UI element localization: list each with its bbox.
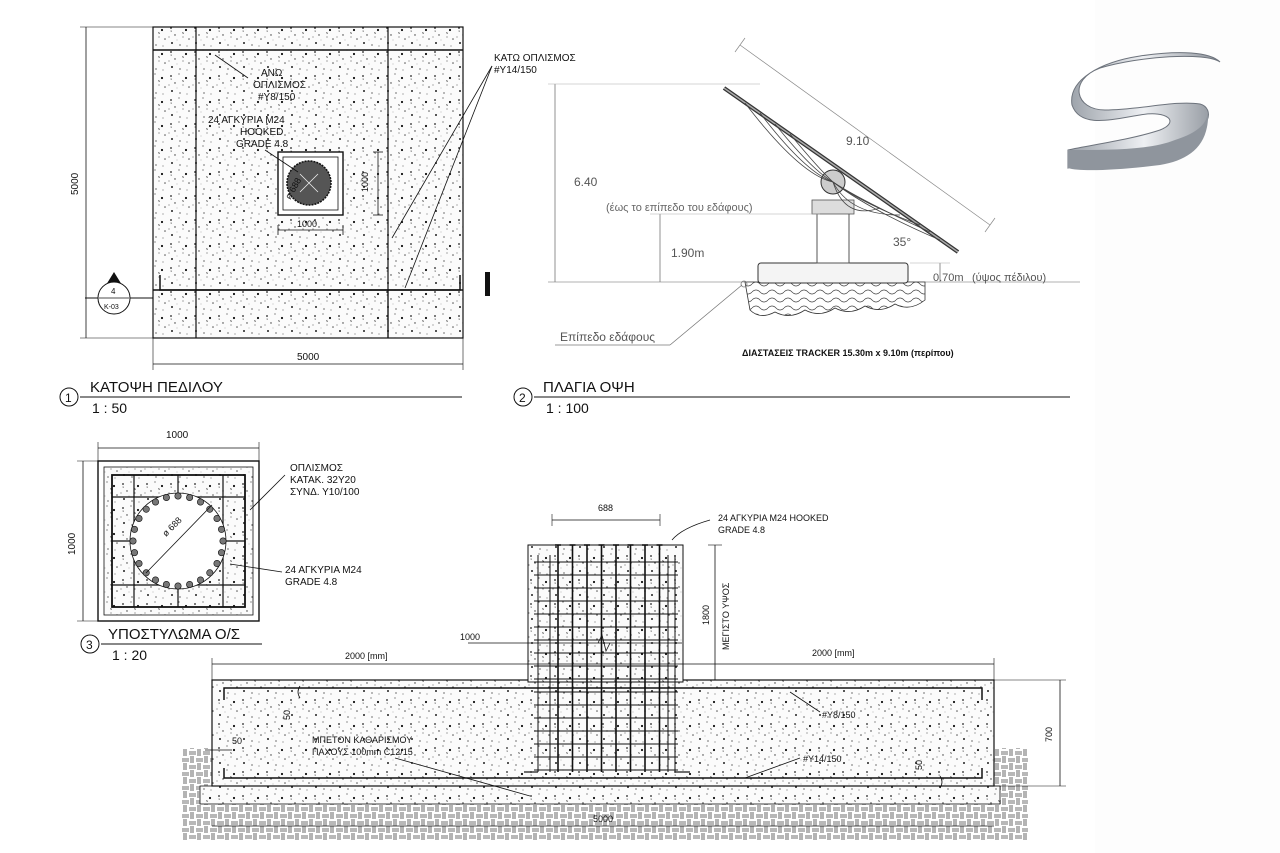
plan-bottom-rebar-1: ΚΑΤΩ ΟΠΛΙΣΜΟΣ (494, 53, 576, 64)
plan-dim-height: 5000 (70, 172, 81, 195)
side-ground-note: (έως το επίπεδο του εδάφους) (606, 202, 753, 214)
sec-max-height: ΜΕΓΙΣΤΟ ΥΨΟΣ (721, 582, 731, 650)
side-dim-footing: 0.70m (933, 272, 964, 284)
anchor-bolt-icon (219, 537, 227, 545)
anchor-bolt-icon (218, 525, 226, 533)
column-rebar-3: ΣΥΝΔ. Υ10/100 (290, 487, 360, 498)
anchor-bolt-icon (213, 514, 221, 522)
sec-top-rebar: #Υ8/150 (822, 710, 856, 720)
anchor-bolt-icon (162, 580, 170, 588)
sec-dim-left: 2000 [mm] (345, 651, 388, 661)
sec-dim-50-left: 50 (232, 736, 242, 746)
plan-number: 1 (65, 391, 72, 405)
sec-dim-50-top: 50 (282, 710, 292, 720)
plan-view: 1000 1000 ø 688 ΑΝΩ ΟΠΛΙΣΜΟΣ #Υ8/150 24 … (59, 26, 576, 416)
plan-dim-pedestal-h: 1000 (360, 172, 370, 192)
column-scale: 1 : 20 (112, 647, 147, 663)
side-view: 6.40 (έως το επίπεδο του εδάφους) 1.90m … (513, 37, 1080, 416)
plan-dim-pedestal-w: 1000 (297, 219, 317, 229)
plan-anchors-1: 24 ΑΓΚΥΡΙΑ Μ24 (208, 115, 285, 126)
column-view: ø 688 1000 1000 ΟΠΛΙΣΜΟΣ ΚΑΤΑΚ. 32Υ20 ΣΥ… (67, 430, 362, 663)
side-dim-panel: 9.10 (846, 134, 870, 148)
sec-dim-total: 5000 (593, 814, 613, 824)
anchor-bolt-icon (197, 576, 205, 584)
footing-section: 688 24 ΑΓΚΥΡΙΑ Μ24 HOOKED GRADE 4.8 1800… (182, 503, 1066, 840)
side-title: ΠΛΑΓΙΑ ΟΨΗ (543, 379, 635, 396)
sec-blinding-2: ΠΑΧΟΥΣ 100mm C12/15 (312, 747, 413, 757)
side-number: 2 (519, 391, 526, 405)
anchor-bolt-icon (174, 582, 182, 590)
plan-bottom-rebar-2: #Υ14/150 (494, 65, 537, 76)
plan-dim-width: 5000 (297, 352, 320, 363)
anchor-bolt-icon (152, 576, 160, 584)
column-rebar-2: ΚΑΤΑΚ. 32Υ20 (290, 475, 356, 486)
plan-top-rebar-2: ΟΠΛΙΣΜΟΣ (253, 80, 306, 91)
company-logo (1067, 52, 1221, 171)
anchor-bolt-icon (174, 492, 182, 500)
anchor-bolt-icon (206, 505, 214, 513)
tracker-post (816, 212, 850, 264)
sec-blinding-1: ΜΠΕΤΟΝ ΚΑΘΑΡΙΣΜΟΥ (312, 735, 412, 745)
sec-dim-700: 700 (1044, 727, 1054, 742)
sec-anchor-1: 24 ΑΓΚΥΡΙΑ Μ24 HOOKED (718, 513, 829, 523)
sec-bottom-rebar: #Υ14/150 (803, 754, 842, 764)
anchor-bolt-icon (197, 498, 205, 506)
sec-dim-688: 688 (598, 503, 613, 513)
section-marker-num: 4 (111, 287, 116, 296)
column-number: 3 (86, 638, 93, 652)
footing-side (757, 262, 909, 284)
side-ground-label: Επίπεδο εδάφους (560, 330, 655, 344)
anchor-bolt-icon (135, 559, 143, 567)
plan-top-rebar-1: ΑΝΩ (261, 68, 283, 79)
column-anchor-1: 24 ΑΓΚΥΡΙΑ Μ24 (285, 565, 362, 576)
column-anchor-2: GRADE 4.8 (285, 577, 338, 588)
plan-top-rebar-3: #Υ8/150 (258, 92, 296, 103)
side-scale: 1 : 100 (546, 400, 589, 416)
anchor-bolt-icon (142, 505, 150, 513)
anchor-bolt-icon (206, 569, 214, 577)
column-title: ΥΠΟΣΤΥΛΩΜΑ Ο/Σ (108, 626, 240, 643)
footing-section-body (211, 679, 995, 787)
column-dim-h: 1000 (67, 532, 78, 555)
plan-title: ΚΑΤΟΨΗ ΠΕΔΙΛΟΥ (90, 379, 223, 396)
column-rebar-1: ΟΠΛΙΣΜΟΣ (290, 463, 343, 474)
section-marker-sheet: K-03 (104, 304, 119, 311)
plan-anchors-2: HOOKED (240, 127, 283, 138)
sec-dim-1800: 1800 (701, 605, 711, 625)
side-footing-note: (ύψος πέδιλου) (972, 272, 1046, 284)
side-dim-post: 1.90m (671, 246, 704, 260)
anchor-bolt-icon (186, 493, 194, 501)
plan-scale: 1 : 50 (92, 400, 127, 416)
anchor-bolt-icon (131, 525, 139, 533)
anchor-bolt-icon (213, 559, 221, 567)
anchor-bolt-icon (129, 537, 137, 545)
sec-anchor-2: GRADE 4.8 (718, 525, 765, 535)
anchor-bolt-icon (218, 549, 226, 557)
sec-dim-1000: 1000 (460, 632, 480, 642)
sec-dim-50-right: 50 (914, 760, 924, 770)
column-dim-w: 1000 (166, 430, 189, 441)
side-caption: ΔΙΑΣΤΑΣΕΙΣ TRACKER 15.30m x 9.10m (περίπ… (742, 348, 954, 358)
side-dim-total: 6.40 (574, 175, 598, 189)
anchor-bolt-icon (152, 498, 160, 506)
anchor-bolt-icon (131, 549, 139, 557)
anchor-bolt-icon (135, 514, 143, 522)
anchor-bolt-icon (162, 493, 170, 501)
plan-anchors-3: GRADE 4.8 (236, 139, 289, 150)
anchor-bolt-icon (186, 580, 194, 588)
side-angle: 35° (893, 235, 911, 249)
sec-dim-right: 2000 [mm] (812, 648, 855, 658)
